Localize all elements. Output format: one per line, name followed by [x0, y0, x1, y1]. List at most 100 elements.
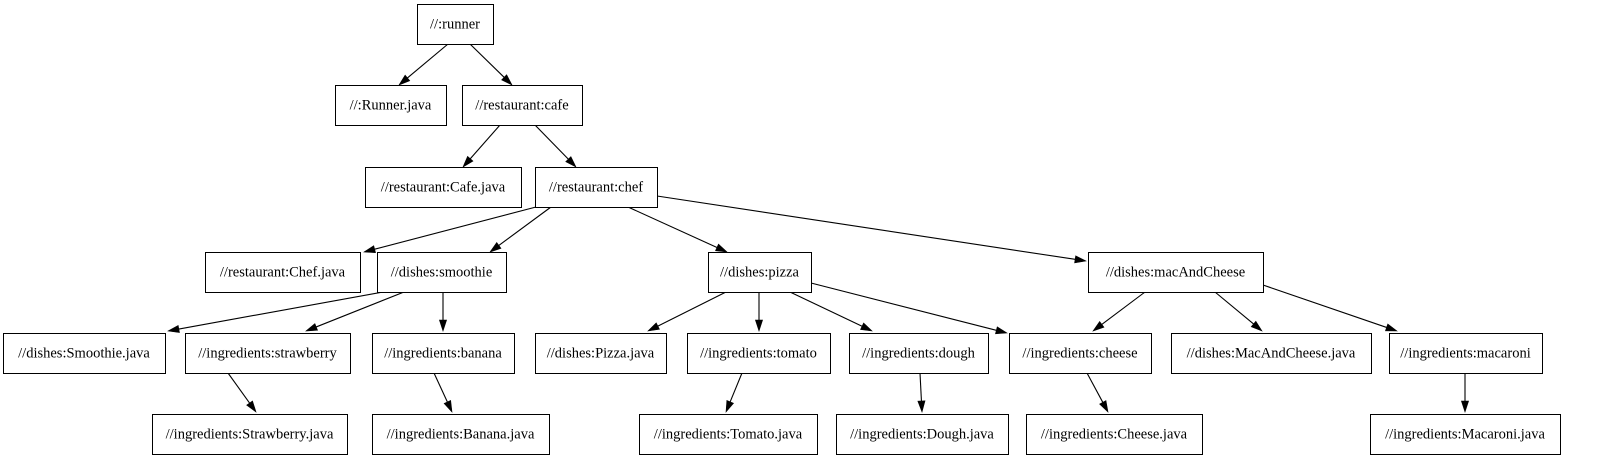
node-label: //ingredients:Tomato.java	[654, 426, 803, 442]
graph-edge	[789, 291, 873, 332]
graph-node-runner[interactable]: //:runner	[417, 4, 494, 45]
edges-layer	[167, 43, 1470, 413]
node-label: //dishes:pizza	[720, 264, 799, 280]
node-box[interactable]	[372, 414, 550, 455]
node-label: //:Runner.java	[350, 97, 432, 113]
node-box[interactable]	[417, 4, 494, 45]
node-box[interactable]	[335, 85, 447, 126]
arrowhead-icon	[398, 74, 411, 86]
arrowhead-icon	[1099, 400, 1109, 413]
node-box[interactable]	[708, 252, 812, 293]
node-box[interactable]	[1026, 414, 1203, 455]
arrowhead-icon	[715, 243, 728, 253]
graph-edge	[462, 124, 501, 168]
graph-edge	[227, 372, 257, 413]
graph-node-cheese_java[interactable]: //ingredients:Cheese.java	[1026, 414, 1203, 455]
graph-edge	[433, 372, 453, 413]
arrowhead-icon	[167, 325, 180, 333]
node-box[interactable]	[535, 167, 658, 208]
node-label: //ingredients:Dough.java	[850, 426, 994, 442]
arrowhead-icon	[1074, 255, 1087, 264]
edge-line	[1262, 284, 1387, 328]
edge-line	[627, 206, 718, 248]
node-box[interactable]	[152, 414, 348, 455]
node-box[interactable]	[372, 333, 515, 374]
graph-node-ing_macaroni[interactable]: //ingredients:macaroni	[1389, 333, 1543, 374]
graph-node-dishes_smoothie[interactable]: //dishes:smoothie	[377, 252, 507, 293]
graph-edge	[754, 292, 764, 332]
node-label: //dishes:smoothie	[391, 264, 493, 280]
graph-edge	[398, 43, 449, 86]
graph-edge	[917, 372, 926, 413]
graph-edge	[656, 195, 1087, 264]
graph-node-runner_java[interactable]: //:Runner.java	[335, 85, 447, 126]
node-label: //ingredients:cheese	[1022, 345, 1137, 361]
edge-line	[789, 291, 863, 327]
graph-node-chef_java[interactable]: //restaurant:Chef.java	[205, 252, 361, 293]
graph-node-ing_strawberry[interactable]: //ingredients:strawberry	[185, 333, 351, 374]
node-label: //restaurant:cafe	[475, 97, 568, 113]
graph-node-tomato_java[interactable]: //ingredients:Tomato.java	[639, 414, 818, 455]
node-box[interactable]	[365, 167, 522, 208]
graph-node-ing_dough[interactable]: //ingredients:dough	[849, 333, 989, 374]
graph-edge	[1214, 291, 1263, 332]
node-box[interactable]	[185, 333, 351, 374]
graph-node-dough_java[interactable]: //ingredients:Dough.java	[836, 414, 1009, 455]
graph-node-macaroni_java[interactable]: //ingredients:Macaroni.java	[1370, 414, 1561, 455]
graph-node-dishes_macandchee[interactable]: //dishes:macAndCheese	[1088, 252, 1264, 293]
graph-node-dishes_pizza[interactable]: //dishes:pizza	[708, 252, 812, 293]
graph-node-strawberry_java[interactable]: //ingredients:Strawberry.java	[152, 414, 348, 455]
graph-node-ing_tomato[interactable]: //ingredients:tomato	[687, 333, 831, 374]
graph-node-banana_java[interactable]: //ingredients:Banana.java	[372, 414, 550, 455]
arrowhead-icon	[246, 400, 257, 413]
node-label: //restaurant:Cafe.java	[381, 179, 506, 195]
node-box[interactable]	[687, 333, 831, 374]
graph-edge	[627, 206, 728, 253]
node-box[interactable]	[462, 85, 583, 126]
node-label: //ingredients:banana	[384, 345, 502, 361]
graph-edge	[1460, 373, 1470, 413]
node-box[interactable]	[1370, 414, 1561, 455]
graph-node-pizza_java[interactable]: //dishes:Pizza.java	[535, 333, 667, 374]
node-box[interactable]	[1009, 333, 1152, 374]
node-label: //dishes:macAndCheese	[1106, 264, 1245, 280]
edge-line	[407, 43, 449, 79]
graph-edge	[363, 206, 537, 254]
graph-edge	[725, 372, 743, 413]
node-label: //dishes:MacAndCheese.java	[1187, 345, 1356, 361]
graph-node-macandcheese_java[interactable]: //dishes:MacAndCheese.java	[1171, 333, 1372, 374]
edge-line	[1086, 372, 1104, 403]
arrowhead-icon	[501, 74, 513, 86]
graph-node-restaurant_chef[interactable]: //restaurant:chef	[535, 167, 658, 208]
graph-edge	[438, 292, 448, 332]
node-box[interactable]	[1171, 333, 1372, 374]
arrowhead-icon	[489, 242, 502, 253]
graph-node-restaurant_cafe[interactable]: //restaurant:cafe	[462, 85, 583, 126]
graph-node-ing_cheese[interactable]: //ingredients:cheese	[1009, 333, 1152, 374]
node-box[interactable]	[377, 252, 507, 293]
graph-node-smoothie_java[interactable]: //dishes:Smoothie.java	[3, 333, 166, 374]
graph-node-cafe_java[interactable]: //restaurant:Cafe.java	[365, 167, 522, 208]
node-box[interactable]	[639, 414, 818, 455]
arrowhead-icon	[305, 323, 318, 332]
node-box[interactable]	[836, 414, 1009, 455]
node-box[interactable]	[1389, 333, 1543, 374]
node-box[interactable]	[1088, 252, 1264, 293]
arrowhead-icon	[1385, 323, 1398, 332]
node-label: //ingredients:macaroni	[1400, 345, 1530, 361]
graph-edge	[647, 291, 727, 332]
arrowhead-icon	[565, 156, 577, 168]
node-label: //ingredients:Strawberry.java	[166, 426, 334, 442]
graph-edge	[1086, 372, 1109, 413]
node-box[interactable]	[849, 333, 989, 374]
graph-edge	[1262, 284, 1398, 332]
node-box[interactable]	[535, 333, 667, 374]
node-label: //ingredients:Cheese.java	[1041, 426, 1188, 442]
node-box[interactable]	[3, 333, 166, 374]
graph-node-ing_banana[interactable]: //ingredients:banana	[372, 333, 515, 374]
node-box[interactable]	[205, 252, 361, 293]
edge-line	[316, 291, 405, 328]
arrowhead-icon	[1460, 400, 1470, 413]
